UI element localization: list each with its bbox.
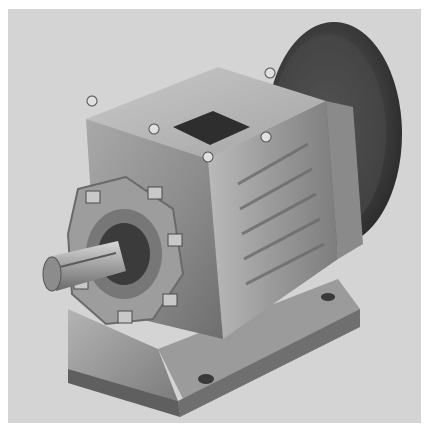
base-foot-left (68, 309, 178, 401)
housing-side (208, 101, 338, 339)
flange-bolt-icon (85, 190, 101, 204)
mount-hole-3 (321, 293, 335, 301)
product-photo (8, 9, 421, 423)
output-shaft (48, 241, 126, 291)
base-plate (158, 279, 360, 399)
name-plate (173, 111, 250, 145)
mount-hole-2 (198, 374, 214, 384)
motor-adapter (326, 101, 363, 259)
shaft-keyway (59, 252, 117, 268)
gear-reducer-illustration (42, 22, 402, 417)
housing-top (86, 67, 326, 159)
bolt-icon (86, 95, 98, 107)
